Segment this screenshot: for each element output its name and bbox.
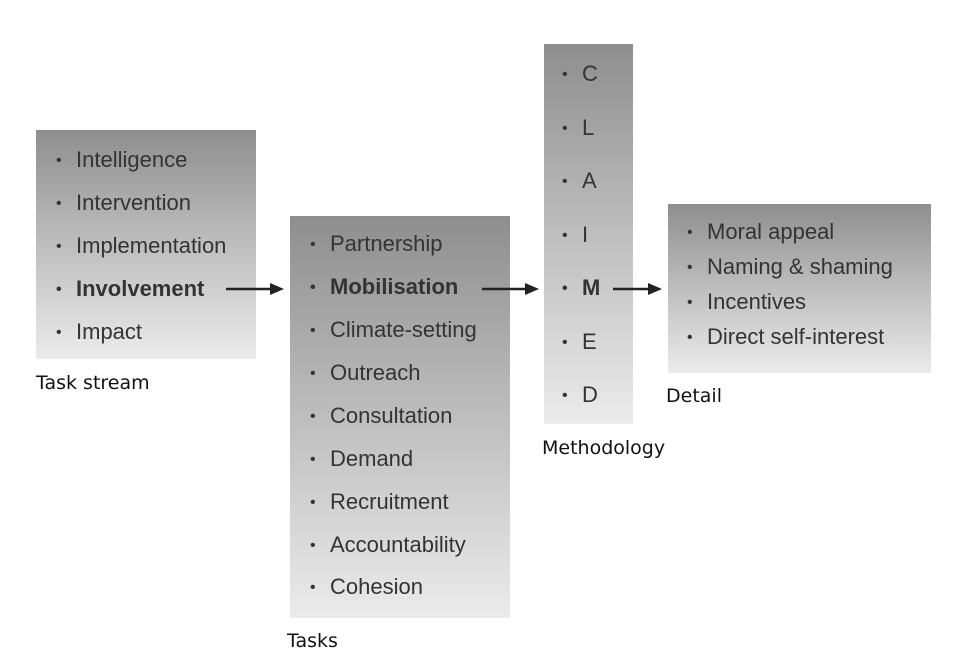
bullet-icon: • (687, 259, 693, 276)
methodology-item: •I (562, 222, 588, 249)
tasks-caption: Tasks (287, 630, 338, 652)
bullet-icon: • (56, 281, 62, 298)
methodology-item-label: M (582, 275, 601, 300)
bullet-icon: • (310, 537, 316, 554)
task-stream-item-label: Impact (76, 319, 143, 344)
detail-caption: Detail (666, 385, 722, 407)
bullet-icon: • (310, 322, 316, 339)
tasks-item: • Partnership (310, 231, 443, 258)
task-stream-caption: Task stream (36, 372, 150, 394)
task-stream-item: • Intervention (56, 190, 191, 217)
tasks-item-label: Climate-setting (330, 317, 477, 342)
methodology-item-label: D (582, 382, 598, 407)
bullet-icon: • (310, 579, 316, 596)
detail-item-label: Incentives (707, 289, 807, 314)
detail-box: • Moral appeal • Naming & shaming • Incenti… (668, 204, 931, 373)
methodology-item-label: I (582, 222, 589, 247)
tasks-item: • Climate-setting (310, 317, 477, 344)
task-stream-item-label: Implementation (76, 233, 227, 258)
detail-item: • Naming & shaming (687, 254, 893, 281)
bullet-icon: • (562, 227, 568, 244)
bullet-icon: • (562, 66, 568, 83)
bullet-icon: • (562, 387, 568, 404)
methodology-item-highlighted: •M (562, 275, 600, 302)
tasks-item-label: Accountability (330, 532, 466, 557)
task-stream-item-label: Intelligence (76, 147, 188, 172)
bullet-icon: • (310, 365, 316, 382)
arrow-mobilisation-to-m (482, 283, 539, 295)
tasks-item-label: Mobilisation (330, 274, 459, 299)
bullet-icon: • (687, 224, 693, 241)
task-stream-item: • Implementation (56, 233, 226, 260)
methodology-item: •C (562, 61, 598, 88)
bullet-icon: • (56, 238, 62, 255)
task-stream-item-label: Involvement (76, 276, 205, 301)
methodology-item-label: E (582, 329, 597, 354)
bullet-icon: • (562, 120, 568, 137)
tasks-item-label: Demand (330, 446, 414, 471)
bullet-icon: • (562, 280, 568, 297)
detail-item: • Moral appeal (687, 219, 834, 246)
methodology-item: •L (562, 115, 594, 142)
detail-item-label: Moral appeal (707, 219, 835, 244)
bullet-icon: • (310, 279, 316, 296)
detail-item-label: Naming & shaming (707, 254, 893, 279)
task-stream-item: • Intelligence (56, 147, 187, 174)
methodology-item: •D (562, 382, 598, 409)
bullet-icon: • (56, 195, 62, 212)
task-stream-item: • Impact (56, 319, 142, 346)
methodology-box: •C •L •A •I •M •E •D (544, 44, 633, 424)
bullet-icon: • (310, 494, 316, 511)
bullet-icon: • (310, 451, 316, 468)
bullet-icon: • (687, 294, 693, 311)
detail-item: • Incentives (687, 289, 806, 316)
methodology-item-label: A (582, 168, 597, 193)
tasks-box: • Partnership • Mobilisation • Climate-sett… (290, 216, 510, 618)
tasks-item-label: Cohesion (330, 574, 423, 599)
tasks-item: • Outreach (310, 360, 421, 387)
task-stream-box: • Intelligence • Intervention • Implementat… (36, 130, 256, 359)
tasks-item: • Consultation (310, 403, 452, 430)
bullet-icon: • (562, 173, 568, 190)
bullet-icon: • (310, 408, 316, 425)
tasks-item-label: Recruitment (330, 489, 449, 514)
arrow-m-to-detail (613, 283, 662, 295)
task-stream-item-highlighted: • Involvement (56, 276, 204, 303)
tasks-item-label: Partnership (330, 231, 443, 256)
tasks-item: • Accountability (310, 532, 466, 559)
methodology-item: •E (562, 329, 597, 356)
task-stream-item-label: Intervention (76, 190, 191, 215)
bullet-icon: • (562, 334, 568, 351)
bullet-icon: • (687, 329, 693, 346)
methodology-item-label: L (582, 115, 595, 140)
methodology-caption: Methodology (542, 437, 666, 459)
detail-item: • Direct self-interest (687, 324, 884, 351)
bullet-icon: • (56, 324, 62, 341)
bullet-icon: • (56, 152, 62, 169)
arrow-involvement-to-mobilisation (226, 283, 284, 295)
methodology-item: •A (562, 168, 597, 195)
tasks-item-highlighted: • Mobilisation (310, 274, 458, 301)
tasks-item: • Demand (310, 446, 413, 473)
tasks-item-label: Consultation (330, 403, 453, 428)
detail-item-label: Direct self-interest (707, 324, 885, 349)
tasks-item: • Cohesion (310, 574, 423, 601)
tasks-item: • Recruitment (310, 489, 449, 516)
methodology-item-label: C (582, 61, 598, 86)
tasks-item-label: Outreach (330, 360, 421, 385)
bullet-icon: • (310, 236, 316, 253)
